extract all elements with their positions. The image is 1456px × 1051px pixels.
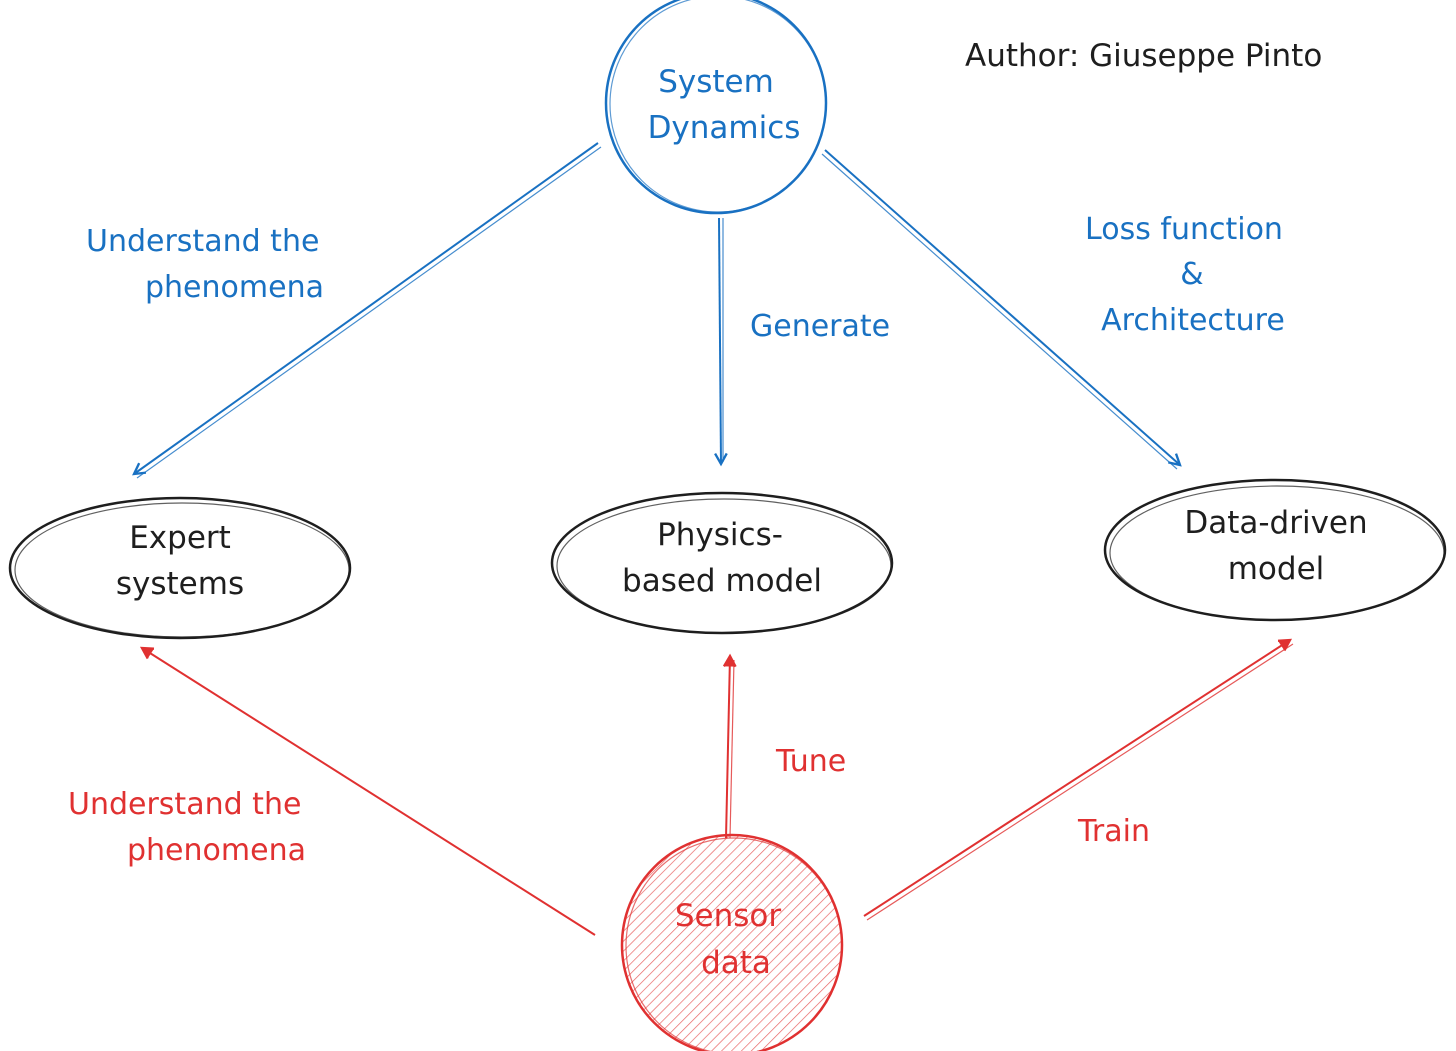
- system-dynamics-node[interactable]: System Dynamics: [604, 0, 828, 215]
- data-driven-ellipse-sketch: [1109, 485, 1445, 621]
- edge-label-sensor-expert-line1: Understand the: [68, 787, 301, 822]
- system-dynamics-label-line1: System: [658, 64, 774, 100]
- edge-label-sd-data-line2: &: [1180, 257, 1203, 292]
- system-dynamics-circle-sketch: [609, 0, 827, 213]
- sensor-data-node[interactable]: Sensor data: [620, 833, 844, 1051]
- arrow-sd-to-physics: [719, 217, 723, 464]
- arrow-sd-to-data: [821, 149, 1180, 470]
- data-driven-node[interactable]: Data-driven model: [1103, 478, 1447, 622]
- sensor-data-circle-sketch: [625, 837, 843, 1051]
- physics-model-label-line2: based model: [622, 563, 822, 599]
- edge-label-sensor-physics: Tune: [775, 744, 846, 779]
- arrow-sensor-to-data: [863, 640, 1294, 921]
- data-driven-label-line2: model: [1228, 551, 1325, 587]
- edge-label-sensor-expert-line2: phenomena: [127, 833, 306, 868]
- expert-systems-label-line2: systems: [116, 566, 244, 602]
- arrow-sensor-to-physics: [726, 656, 734, 839]
- physics-model-node[interactable]: Physics- based model: [550, 491, 894, 635]
- physics-model-label-line1: Physics-: [657, 517, 783, 553]
- expert-systems-node[interactable]: Expert systems: [8, 496, 352, 640]
- physics-model-ellipse-sketch: [556, 498, 892, 634]
- edge-label-sensor-data: Train: [1077, 814, 1150, 849]
- data-driven-label-line1: Data-driven: [1184, 505, 1367, 541]
- edge-label-sd-expert-line1: Understand the: [86, 224, 319, 259]
- arrow-sd-to-expert: [134, 142, 602, 479]
- expert-systems-ellipse-sketch: [14, 502, 350, 638]
- expert-systems-ellipse: [8, 496, 352, 640]
- expert-systems-label-line1: Expert: [129, 520, 231, 556]
- edge-label-sd-physics: Generate: [750, 309, 890, 344]
- edge-label-sd-expert-line2: phenomena: [145, 270, 324, 305]
- system-dynamics-label-line2: Dynamics: [648, 110, 801, 146]
- sensor-data-circle: [620, 833, 844, 1051]
- sensor-data-label-line2: data: [701, 945, 771, 981]
- author-label: Author: Giuseppe Pinto: [965, 38, 1322, 74]
- edge-label-sd-data-line3: Architecture: [1101, 303, 1285, 338]
- sensor-data-label-line1: Sensor: [675, 898, 782, 934]
- arrow-sensor-to-expert: [142, 648, 596, 936]
- edge-label-sd-data-line1: Loss function: [1085, 212, 1283, 247]
